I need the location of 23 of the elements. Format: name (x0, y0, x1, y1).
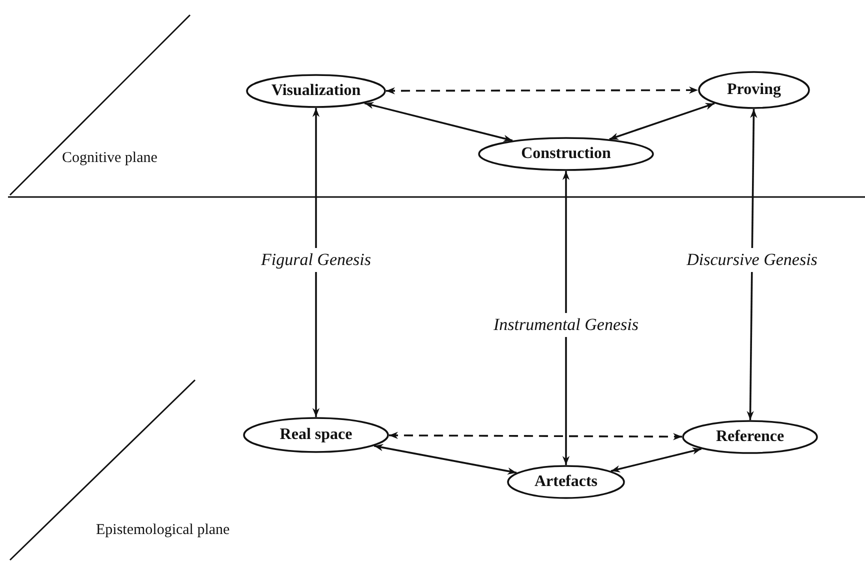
ellipse-node (478, 137, 654, 171)
node-label: Construction (521, 145, 611, 163)
node-label: Artefacts (534, 473, 598, 491)
plane-label: Cognitive plane (62, 150, 158, 167)
arrow (364, 102, 513, 142)
dashed-arrow (388, 432, 682, 440)
arrow (746, 109, 758, 420)
arrow (312, 108, 320, 417)
node-label: Reference (716, 428, 784, 446)
node-label: Visualization (271, 82, 361, 100)
arrow (562, 171, 570, 465)
node-label: Real space (280, 426, 352, 444)
ellipse-node (507, 465, 625, 499)
ellipse-node (682, 420, 818, 454)
arrow (610, 448, 702, 472)
plane-label: Epistemological plane (96, 522, 230, 539)
ellipse-node (698, 71, 810, 109)
ellipse-node (246, 74, 386, 108)
arrow (609, 102, 715, 140)
dashed-arrow (386, 86, 698, 94)
node-label: Proving (727, 81, 781, 99)
ellipse-node (243, 417, 389, 453)
arrow (374, 444, 517, 475)
